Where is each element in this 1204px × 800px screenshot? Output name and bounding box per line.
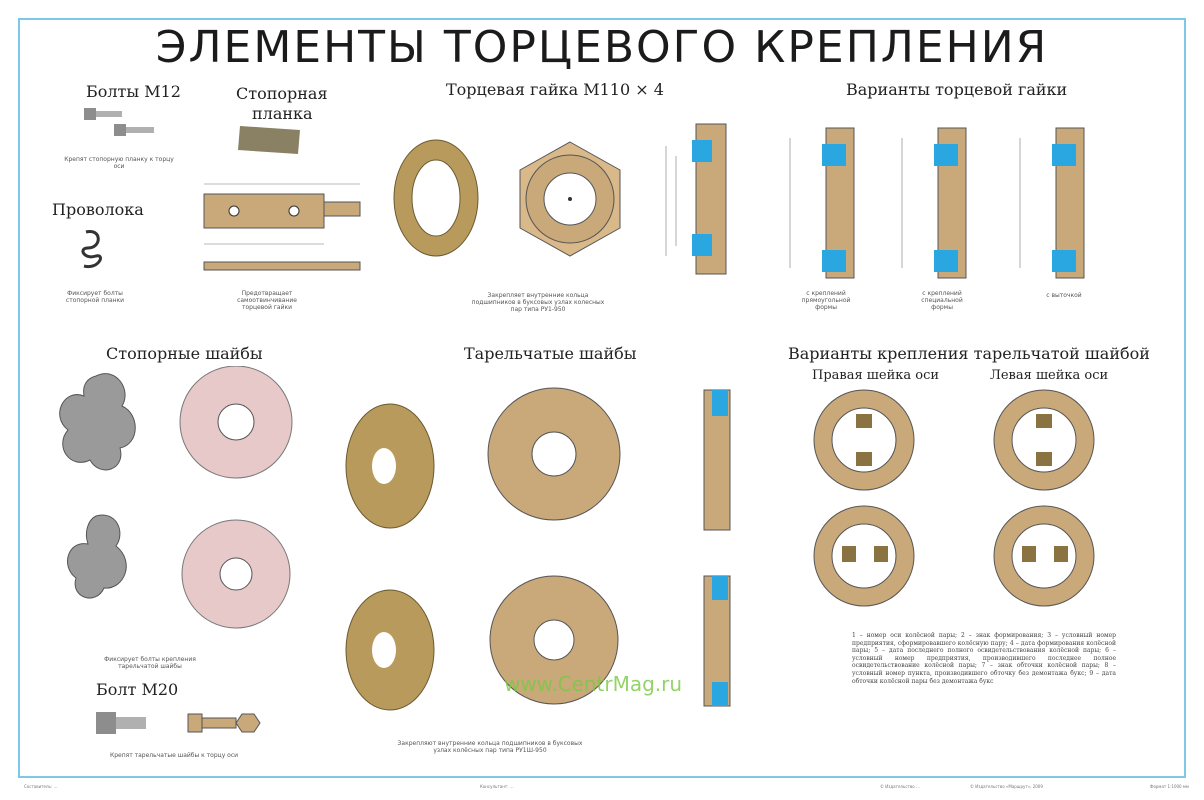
footer-2: Консультант: ...	[480, 784, 514, 789]
heading-disc-washers: Тарельчатые шайбы	[464, 344, 637, 363]
note-nut-var3: с выточкой	[1046, 292, 1082, 299]
footer-3: © Издательство ...	[880, 784, 920, 789]
heading-right-neck: Правая шейка оси	[812, 368, 940, 383]
heading-stop-plate-1: Стопорная	[236, 84, 328, 103]
poster-title: ЭЛЕМЕНТЫ ТОРЦЕВОГО КРЕПЛЕНИЯ	[155, 22, 1049, 73]
end-nut-drawing	[393, 139, 621, 257]
heading-stop-washers: Стопорные шайбы	[106, 344, 263, 363]
heading-nut-variants: Варианты торцевой гайки	[846, 80, 1068, 99]
legend-text: 1 – номер оси колёсной пары; 2 – знак фо…	[852, 632, 1116, 685]
note-wire: Фиксирует болты стопорной планки	[65, 290, 125, 304]
note-stop-plate: Предотвращает самоотвинчивание торцевой …	[237, 290, 297, 311]
heading-left-neck: Левая шейка оси	[990, 368, 1109, 383]
heading-bolt-m20: Болт М20	[96, 680, 179, 699]
bolt-icon	[84, 108, 154, 136]
footer-5: Формат 1:1000 мм	[1150, 784, 1189, 789]
note-disc-washers: Закрепляют внутренние кольца подшипников…	[397, 740, 583, 754]
wire-icon	[81, 230, 102, 269]
note-bolt-m20: Крепят тарельчатые шайбы к торцу оси	[109, 752, 239, 759]
footer-1: Составитель: ...	[24, 784, 58, 789]
disc-washers-drawing	[345, 387, 731, 711]
nut-variants-drawing	[789, 127, 1085, 279]
heading-end-nut: Торцевая гайка М110 × 4	[446, 80, 664, 99]
note-nut-var2: с креплений специальной формы	[921, 290, 963, 311]
heading-disc-variants: Варианты крепления тарельчатой шайбой	[788, 344, 1150, 363]
footer-4: © Издательство «Маршрут», 2009	[970, 784, 1043, 789]
poster-frame	[18, 18, 1186, 778]
note-nut-var1: с креплений прямоугольной формы	[801, 290, 851, 311]
note-stop-washers: Фиксирует болты крепления тарельчатой ша…	[104, 656, 196, 670]
stop-plate-drawing	[203, 126, 361, 271]
note-end-nut: Закрепляет внутренние кольца подшипников…	[471, 292, 605, 313]
disc-variants-drawing	[813, 389, 1095, 607]
note-bolts-m12: Крепят стопорную планку к торцу оси	[64, 156, 174, 170]
heading-wire: Проволока	[52, 200, 144, 219]
watermark: www.CentrMag.ru	[504, 672, 683, 696]
heading-bolts-m12: Болты М12	[86, 82, 181, 101]
end-nut-section	[665, 123, 727, 275]
bolt-m20-drawing	[96, 712, 261, 734]
heading-stop-plate-2: планка	[252, 104, 313, 123]
stop-washers-drawing	[59, 366, 293, 629]
